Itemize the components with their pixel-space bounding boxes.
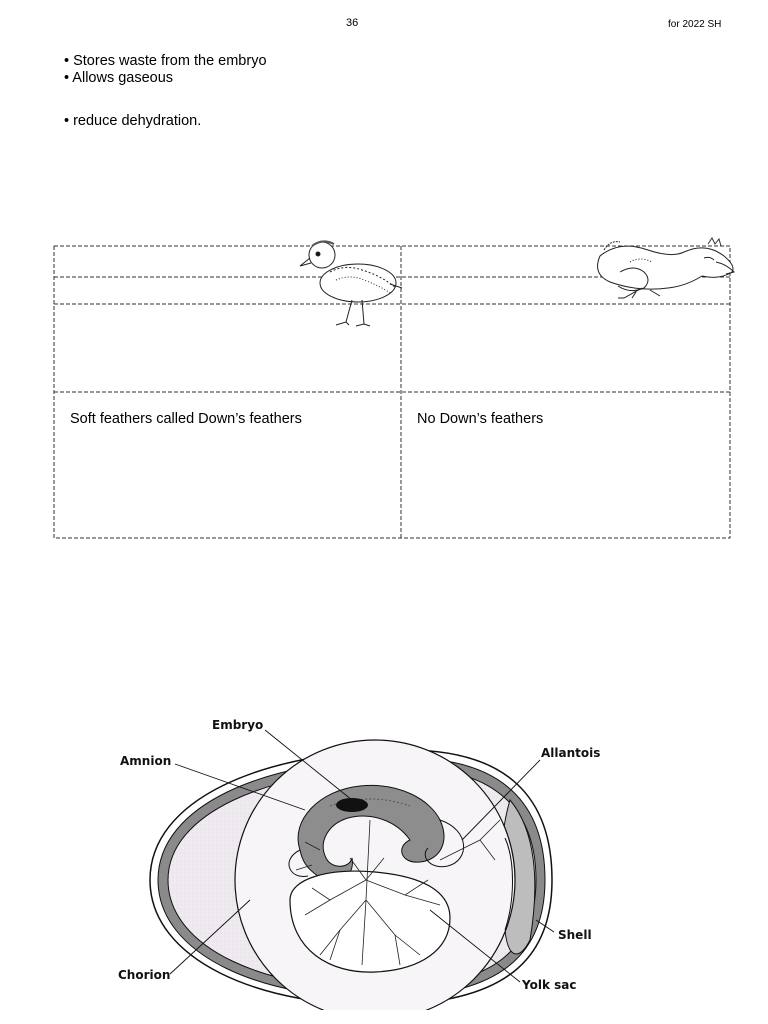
label-embryo: Embryo — [212, 718, 264, 732]
embryo — [336, 798, 368, 812]
label-shell: Shell — [558, 928, 592, 942]
bullet-item: • reduce dehydration. — [64, 113, 202, 129]
table-cell-right: No Down’s feathers — [417, 411, 544, 427]
bullet-list: • Stores waste from the embryo • Allows … — [64, 53, 267, 87]
bullet-item: • Allows gaseous — [64, 70, 174, 86]
label-allantois: Allantois — [541, 746, 601, 760]
egg-cross-section-diagram — [149, 729, 555, 1010]
comparison-table — [53, 237, 735, 539]
label-yolk-sac: Yolk sac — [522, 978, 577, 992]
plover-chick-illustration — [299, 240, 403, 327]
bullet-item: • Stores waste from the embryo — [64, 53, 267, 69]
hatchling-chick-illustration — [597, 237, 735, 299]
table-cell-left: Soft feathers called Down’s feathers — [70, 411, 302, 427]
header-right-text: for 2022 SH — [668, 19, 722, 30]
label-chorion: Chorion — [118, 968, 171, 982]
label-amnion: Amnion — [120, 754, 172, 768]
page-number: 36 — [346, 17, 359, 29]
